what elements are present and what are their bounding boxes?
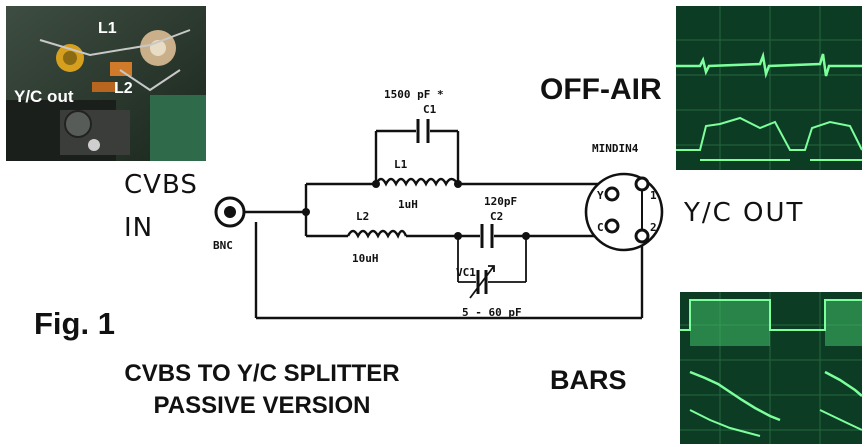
schematic-wires: [244, 129, 644, 320]
inductor-l2: [346, 229, 408, 239]
photo-label-yc-out: Y/C out: [14, 87, 74, 106]
bars-label: BARS: [550, 365, 627, 395]
photo-label-l1: L1: [98, 20, 117, 37]
figure-number: Fig. 1: [34, 306, 115, 341]
scope-bars: [680, 292, 863, 444]
mindin4-label: MINDIN4: [592, 142, 639, 155]
c1-value-label: 1500 pF *: [384, 88, 444, 101]
yc-out-label: Y/C OUT: [683, 198, 804, 228]
figure-title-line1: CVBS TO Y/C SPLITTER: [124, 360, 399, 387]
vc1-name-label: VC1: [456, 266, 476, 279]
scope-offair: [676, 6, 863, 170]
l1-value-label: 1uH: [398, 198, 418, 211]
c1-name-label: C1: [423, 103, 437, 116]
pin-2-label: 2: [650, 221, 657, 234]
bnc-label: BNC: [213, 239, 233, 252]
variable-capacitor-vc1: [469, 265, 495, 299]
input-label-cvbs: CVBS: [124, 170, 198, 200]
mindin4-connector: [584, 172, 664, 252]
circuit-photo: L1 L2 Y/C out: [6, 6, 206, 161]
input-label-in: IN: [124, 213, 153, 243]
bnc-connector: [214, 196, 246, 228]
pin-c-label: C: [597, 221, 604, 234]
c2-name-label: C2: [490, 210, 503, 223]
capacitor-c1: [416, 119, 430, 143]
pin-1-label: 1: [650, 189, 657, 202]
l2-value-label: 10uH: [352, 252, 379, 265]
vc1-range-label: 5 - 60 pF: [462, 306, 522, 319]
offair-label: OFF-AIR: [540, 73, 662, 106]
c2-value-label: 120pF: [484, 195, 517, 208]
l1-name-label: L1: [394, 158, 408, 171]
figure-title-line2: PASSIVE VERSION: [154, 392, 371, 419]
inductor-l1: [374, 177, 459, 187]
l2-name-label: L2: [356, 210, 369, 223]
capacitor-c2: [480, 224, 494, 248]
pin-y-label: Y: [597, 189, 604, 202]
scope-offair-screen: [676, 6, 862, 170]
photo-label-l2: L2: [114, 80, 133, 97]
